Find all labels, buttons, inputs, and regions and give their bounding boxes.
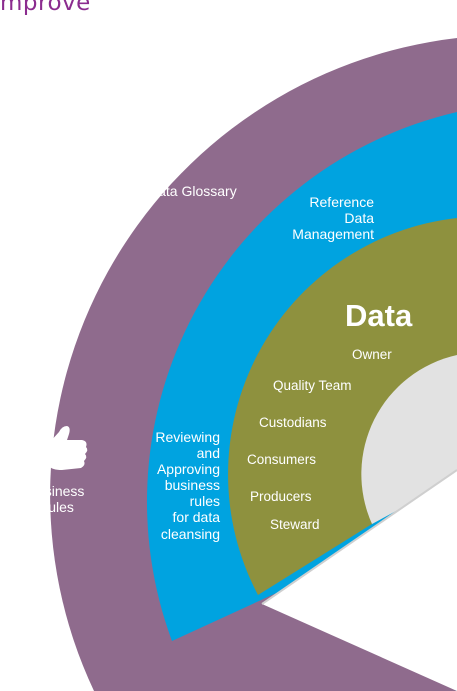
page-heading: mprove <box>0 0 91 16</box>
business-rules-label: Business Rules <box>26 483 86 515</box>
reviewing-line-2: and <box>196 445 220 462</box>
reviewing-line-7: cleansing <box>160 525 220 542</box>
center-disc <box>361 355 457 524</box>
diagonal-shadow <box>261 469 457 605</box>
reference-data-management-label: Reference Data Management <box>270 194 374 242</box>
diagonal-wedge <box>262 470 457 691</box>
reviewing-line-5: rules <box>189 493 220 510</box>
data-glossary-label: Data Glossary <box>148 183 237 199</box>
role-quality-team: Quality Team <box>273 378 352 393</box>
reviewing-line-3: Approving <box>156 461 220 478</box>
reviewing-line-6: for data <box>172 509 220 526</box>
reference-line-2: Data <box>344 210 374 227</box>
thumbs-up-icon <box>34 424 92 472</box>
data-title: Data <box>345 298 413 333</box>
role-owner: Owner <box>352 347 392 362</box>
reviewing-line-4: business <box>164 477 220 494</box>
role-producers: Producers <box>250 489 312 504</box>
role-custodians: Custodians <box>259 415 327 430</box>
reviewing-label: Reviewing and Approving business rules f… <box>120 429 220 542</box>
reviewing-line-1: Reviewing <box>155 429 220 445</box>
role-steward: Steward <box>270 517 320 532</box>
reference-line-3: Management <box>292 226 374 243</box>
business-rules-line-1: Business <box>27 483 85 499</box>
reference-line-1: Reference <box>309 194 374 210</box>
role-consumers: Consumers <box>247 452 317 467</box>
business-rules-line-2: Rules <box>38 499 74 516</box>
